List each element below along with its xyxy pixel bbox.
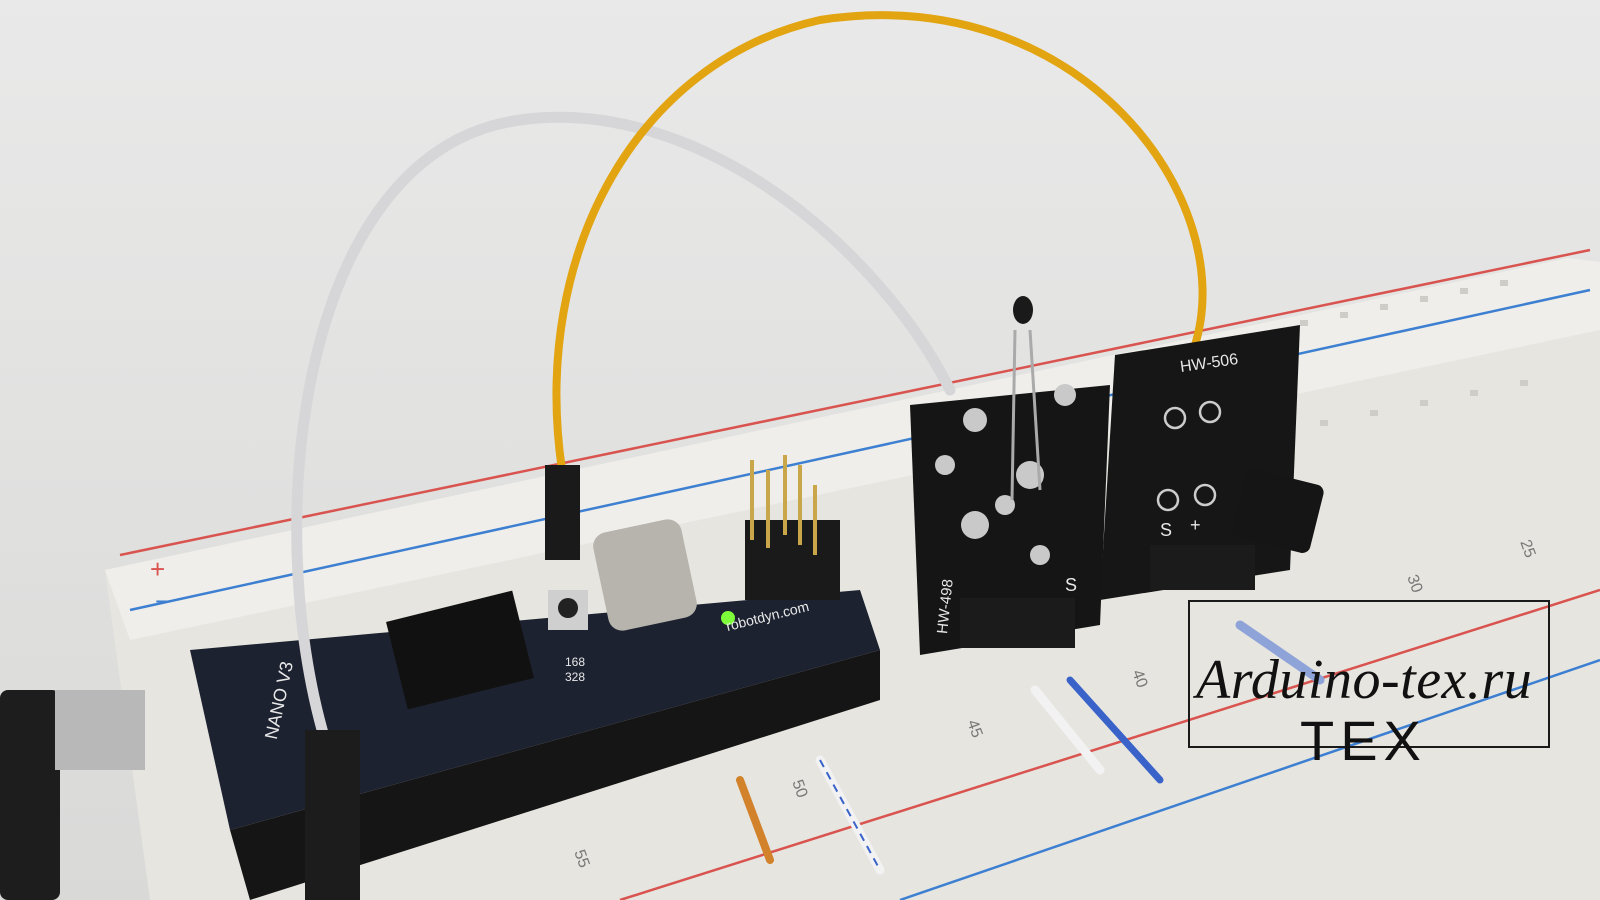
- chip-label-328: 328: [565, 670, 586, 684]
- atmega-chip: [386, 590, 534, 710]
- watermark-site: Arduino-tex.ru: [1196, 649, 1533, 711]
- positive-rail-bottom: [619, 588, 1600, 900]
- watermark-brand: TEX: [1300, 709, 1427, 772]
- temperature-sensor-transistor: [1232, 469, 1324, 553]
- crystal-oscillator: [593, 519, 697, 631]
- orange-jumper: [736, 776, 774, 864]
- white-wire-housing: [305, 730, 360, 900]
- arduino-nano-board: [190, 590, 880, 830]
- hw-506-pin-s: S: [1160, 520, 1173, 540]
- hw-506-pin-plus: +: [1190, 515, 1201, 535]
- svg-text:−: −: [155, 586, 170, 616]
- negative-rail-top: [129, 288, 1591, 612]
- watermark-frame: [1188, 600, 1550, 748]
- hw-498-pin-s: S: [1065, 575, 1078, 595]
- yellow-jumper-wire: [552, 11, 1207, 474]
- thermistor: [1013, 296, 1033, 324]
- yellow-wire-housing: [545, 465, 580, 560]
- negative-rail-bottom: [899, 658, 1600, 900]
- power-led: [721, 611, 735, 625]
- svg-text:+: +: [150, 554, 165, 584]
- white-jumper-wire: [291, 111, 956, 746]
- icsp-header: [745, 520, 840, 600]
- blue-jumper: [1066, 676, 1164, 784]
- hw-498-module: [910, 385, 1110, 655]
- usb-connector: [55, 690, 145, 770]
- blue-white-jumper: [819, 759, 881, 871]
- chip-label-168: 168: [565, 655, 586, 669]
- positive-rail-top: [119, 248, 1591, 557]
- usb-cable: [0, 690, 60, 900]
